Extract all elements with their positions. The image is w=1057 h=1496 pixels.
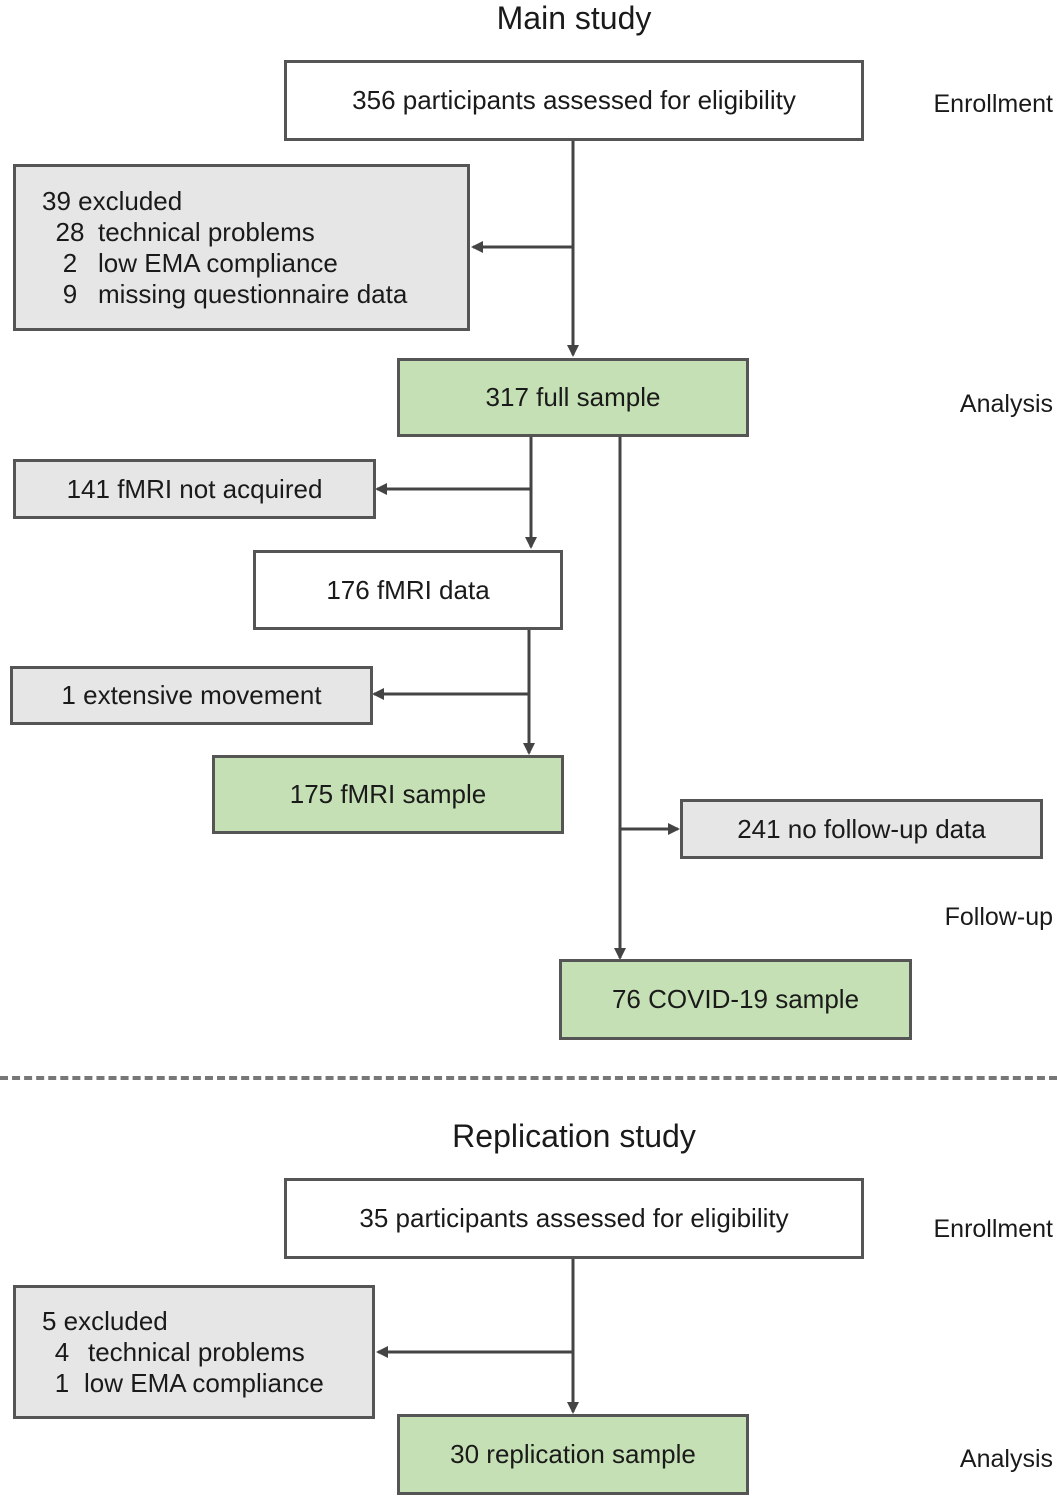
rep-assessed-box: 35 participants assessed for eligibility bbox=[284, 1178, 864, 1259]
rep-excluded-item: 1 low EMA compliance bbox=[42, 1368, 324, 1399]
main-assessed-text: 356 participants assessed for eligibilit… bbox=[352, 85, 796, 115]
main-analysis-label: Analysis bbox=[959, 390, 1053, 418]
covid-sample-text: 76 COVID-19 sample bbox=[611, 984, 860, 1014]
followup-label: Follow-up bbox=[944, 903, 1053, 931]
main-excluded-box: 39 excluded 28 technical problems 2 low … bbox=[13, 164, 470, 331]
fmri-not-acquired-text: 141 fMRI not acquired bbox=[66, 473, 323, 504]
fmri-sample-text: 175 fMRI sample bbox=[289, 779, 487, 809]
excluded-count: 9 bbox=[62, 278, 78, 309]
no-followup-text: 241 no follow-up data bbox=[737, 813, 986, 844]
main-excluded-item: 2 low EMA compliance bbox=[42, 248, 338, 279]
excluded-count: 2 bbox=[62, 247, 78, 278]
excluded-count: 4 bbox=[54, 1336, 70, 1367]
full-sample-text: 317 full sample bbox=[485, 382, 661, 412]
excluded-reason: technical problems bbox=[98, 216, 315, 247]
extensive-movement-text: 1 extensive movement bbox=[61, 680, 322, 710]
main-excluded-item: 9 missing questionnaire data bbox=[42, 278, 408, 310]
fmri-data-box: 176 fMRI data bbox=[253, 550, 563, 630]
excluded-reason: low EMA compliance bbox=[84, 1367, 324, 1398]
main-enrollment-label: Enrollment bbox=[933, 90, 1054, 118]
excluded-count: 28 bbox=[55, 216, 85, 247]
fmri-not-acquired-box: 141 fMRI not acquired bbox=[13, 459, 376, 519]
main-assessed-box: 356 participants assessed for eligibilit… bbox=[284, 60, 864, 141]
section-divider bbox=[0, 1076, 1057, 1080]
rep-excluded-item: 4 technical problems bbox=[42, 1337, 305, 1368]
main-excluded-header: 39 excluded bbox=[42, 185, 183, 216]
rep-excluded-header: 5 excluded bbox=[42, 1305, 168, 1336]
covid-sample-box: 76 COVID-19 sample bbox=[559, 959, 912, 1040]
rep-assessed-text: 35 participants assessed for eligibility bbox=[359, 1203, 789, 1233]
extensive-movement-box: 1 extensive movement bbox=[10, 666, 373, 725]
replication-sample-box: 30 replication sample bbox=[397, 1414, 749, 1495]
replication-sample-text: 30 replication sample bbox=[450, 1439, 696, 1469]
main-excluded-item: 28 technical problems bbox=[42, 217, 315, 248]
fmri-data-text: 176 fMRI data bbox=[326, 574, 490, 605]
rep-analysis-label: Analysis bbox=[959, 1445, 1053, 1473]
rep-excluded-box: 5 excluded 4 technical problems 1 low EM… bbox=[13, 1285, 375, 1419]
rep-enrollment-label: Enrollment bbox=[933, 1215, 1054, 1243]
no-followup-box: 241 no follow-up data bbox=[680, 799, 1043, 859]
full-sample-box: 317 full sample bbox=[397, 358, 749, 437]
main-study-title: Main study bbox=[496, 0, 652, 36]
replication-study-title: Replication study bbox=[452, 1118, 696, 1154]
excluded-reason: low EMA compliance bbox=[98, 247, 338, 278]
fmri-sample-box: 175 fMRI sample bbox=[212, 755, 564, 834]
excluded-reason: technical problems bbox=[88, 1336, 305, 1367]
excluded-reason: missing questionnaire data bbox=[98, 278, 408, 309]
excluded-count: 1 bbox=[54, 1367, 70, 1398]
